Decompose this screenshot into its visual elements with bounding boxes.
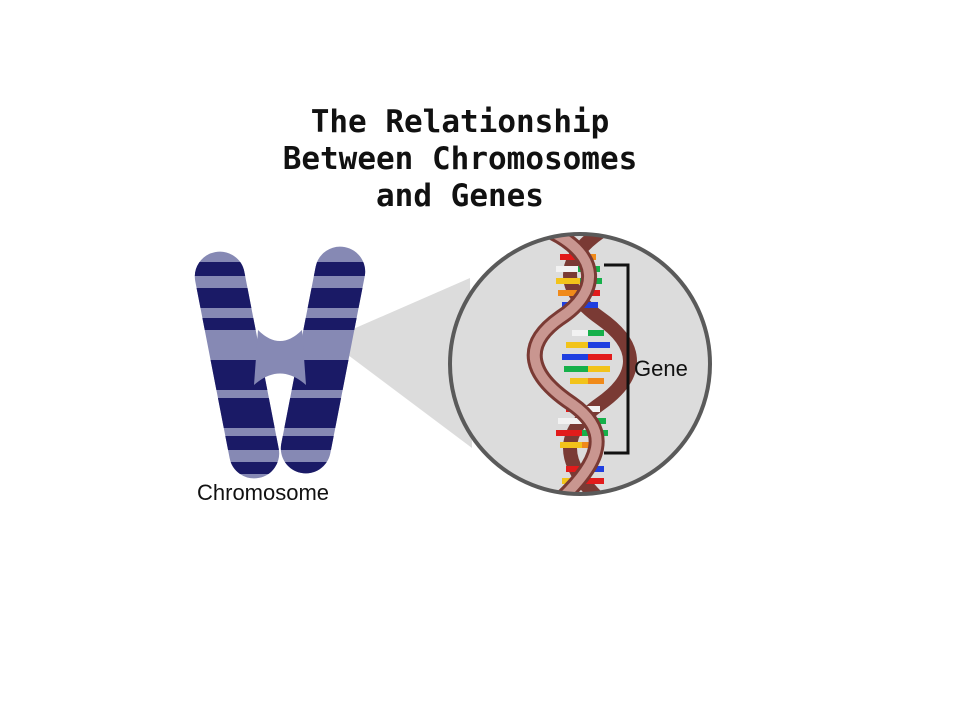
gene-bracket: [604, 263, 630, 455]
magnifier: [448, 232, 712, 496]
title-line-1: The Relationship: [310, 104, 610, 140]
centromere: [254, 330, 306, 385]
magnifier-fill: [450, 234, 710, 494]
gene-label: Gene: [634, 356, 688, 381]
magnifier-border: [448, 232, 712, 496]
chromosome: [190, 242, 370, 483]
chromosome-label: Chromosome: [197, 480, 329, 505]
zoom-wedge: [328, 278, 472, 448]
diagram-title: The Relationship Between Chromosomes and…: [180, 104, 740, 215]
title-line-2: Between Chromosomes: [282, 141, 638, 177]
dna-helix: [526, 234, 637, 494]
title-line-3: and Genes: [376, 178, 544, 214]
